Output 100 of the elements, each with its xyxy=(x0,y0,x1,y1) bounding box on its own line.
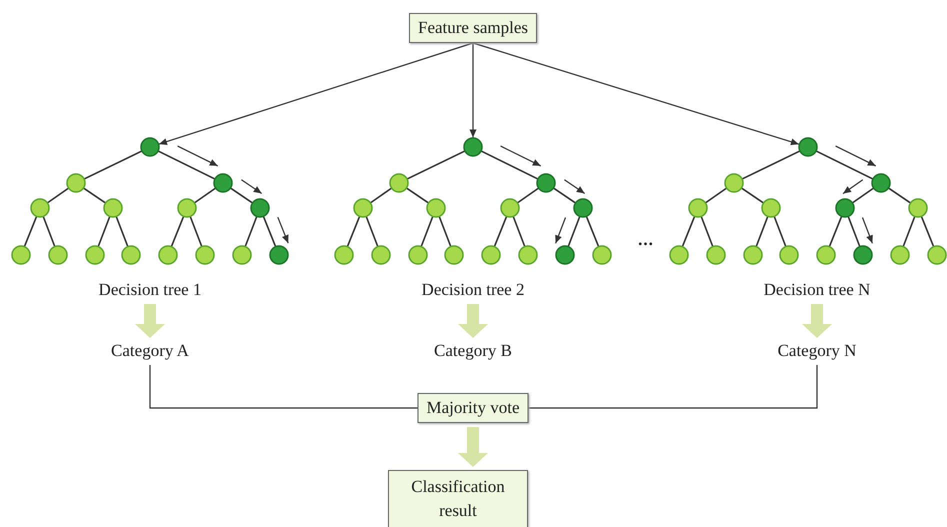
tree-node-circle xyxy=(408,245,428,265)
tree-branch-line xyxy=(98,216,110,246)
tree-branch-line xyxy=(407,150,465,180)
tree-branch-line xyxy=(84,150,142,180)
connector-line xyxy=(149,365,418,409)
tree-node-circle xyxy=(195,245,215,265)
block-arrow xyxy=(458,304,488,338)
tree-branch-line xyxy=(42,216,56,246)
tree-node-circle xyxy=(688,198,708,218)
tree-branch-line xyxy=(920,216,934,246)
tree-node-circle xyxy=(177,198,197,218)
tree-branch-line xyxy=(682,216,696,246)
tree-branch-line xyxy=(568,216,580,246)
tree-branch-line xyxy=(481,150,538,180)
arrow xyxy=(158,42,474,145)
input-box: Feature samples xyxy=(409,13,537,43)
tree-caption: Decision tree 1 xyxy=(98,280,202,300)
tree-branch-line xyxy=(741,188,764,204)
tree-node-circle xyxy=(66,173,86,193)
tree-branch-line xyxy=(438,216,452,246)
tree-node-circle xyxy=(835,198,855,218)
tree-node-circle xyxy=(140,137,160,157)
tree-node-circle xyxy=(500,198,520,218)
tree-node-circle xyxy=(11,245,31,265)
tree-node-circle xyxy=(871,173,891,193)
tree-node-circle xyxy=(232,245,252,265)
tree-branch-line xyxy=(24,216,38,246)
tree-node-circle xyxy=(592,245,612,265)
tree-branch-line xyxy=(756,216,768,246)
tree-node-circle xyxy=(706,245,726,265)
tree-node-circle xyxy=(85,245,105,265)
tree-branch-line xyxy=(370,188,392,204)
tree-branch-line xyxy=(848,216,860,246)
tree-branch-line xyxy=(194,188,216,204)
tree-node-circle xyxy=(669,245,689,265)
tree-node-circle xyxy=(481,245,501,265)
tree-branch-line xyxy=(262,216,276,246)
tree-branch-line xyxy=(116,216,128,246)
tree-node-circle xyxy=(103,198,123,218)
category-label: Category N xyxy=(778,341,856,361)
tree-node-circle xyxy=(121,245,141,265)
tree-branch-line xyxy=(83,188,106,204)
tree-node-circle xyxy=(334,245,354,265)
tree-node-circle xyxy=(250,198,270,218)
tree-branch-line xyxy=(512,216,526,246)
tree-node-circle xyxy=(555,245,575,265)
tree-node-circle xyxy=(30,198,50,218)
tree-branch-line xyxy=(190,216,202,246)
tree-branch-line xyxy=(420,216,434,246)
tree-branch-line xyxy=(158,150,215,180)
tree-node-circle xyxy=(761,198,781,218)
tree-node-circle xyxy=(463,137,483,157)
tree-branch-line xyxy=(553,188,576,204)
arrow xyxy=(470,43,476,138)
tree-branch-line xyxy=(366,216,378,246)
block-arrow xyxy=(458,427,488,467)
tree-node-circle xyxy=(816,245,836,265)
tree-node-circle xyxy=(573,198,593,218)
tree-caption: Decision tree 2 xyxy=(422,280,524,300)
tree-node-circle xyxy=(853,245,873,265)
tree-node-circle xyxy=(724,173,744,193)
tree-node-circle xyxy=(389,173,409,193)
tree-branch-line xyxy=(244,216,258,246)
tree-node-circle xyxy=(444,245,464,265)
tree-node-circle xyxy=(213,173,233,193)
category-label: Category A xyxy=(111,341,189,361)
tree-branch-line xyxy=(170,216,184,246)
tree-node-circle xyxy=(798,137,818,157)
tree-branch-line xyxy=(47,188,69,204)
tree-branch-line xyxy=(742,150,800,180)
tree-node-circle xyxy=(743,245,763,265)
category-label: Category B xyxy=(434,341,512,361)
arrow xyxy=(472,42,800,146)
tree-branch-line xyxy=(902,216,916,246)
tree-branch-line xyxy=(230,188,253,204)
tree-branch-line xyxy=(852,188,874,204)
tree-node-circle xyxy=(269,245,289,265)
tree-branch-line xyxy=(888,188,911,204)
tree-node-circle xyxy=(353,198,373,218)
block-arrow xyxy=(802,304,832,338)
tree-node-circle xyxy=(48,245,68,265)
block-arrow xyxy=(135,304,165,338)
tree-branch-line xyxy=(406,188,429,204)
tree-node-circle xyxy=(927,245,947,265)
tree-branch-line xyxy=(828,216,842,246)
tree-branch-line xyxy=(586,216,600,246)
tree-node-circle xyxy=(518,245,538,265)
tree-node-circle xyxy=(371,245,391,265)
tree-branch-line xyxy=(700,216,714,246)
tree-node-circle xyxy=(890,245,910,265)
vote-box: Majority vote xyxy=(418,393,528,423)
tree-branch-line xyxy=(705,188,727,204)
tree-node-circle xyxy=(536,173,556,193)
ellipsis-label: ... xyxy=(638,230,654,250)
tree-caption: Decision tree N xyxy=(764,280,870,300)
result-box: Classification result xyxy=(388,470,528,527)
tree-branch-line xyxy=(816,150,873,180)
tree-node-circle xyxy=(908,198,928,218)
tree-branch-line xyxy=(494,216,508,246)
tree-branch-line xyxy=(517,188,539,204)
